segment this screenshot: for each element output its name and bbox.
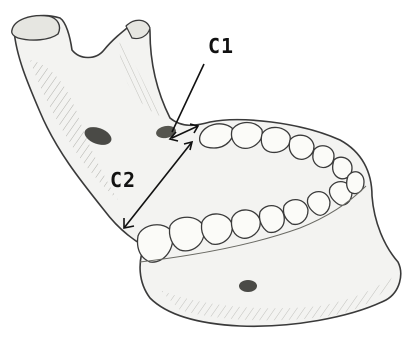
condyle [12, 16, 60, 40]
label-c1: C1 [208, 36, 234, 56]
c1-leader-line [172, 64, 204, 132]
mental-foramen [239, 280, 257, 292]
label-c2: C2 [110, 170, 136, 190]
